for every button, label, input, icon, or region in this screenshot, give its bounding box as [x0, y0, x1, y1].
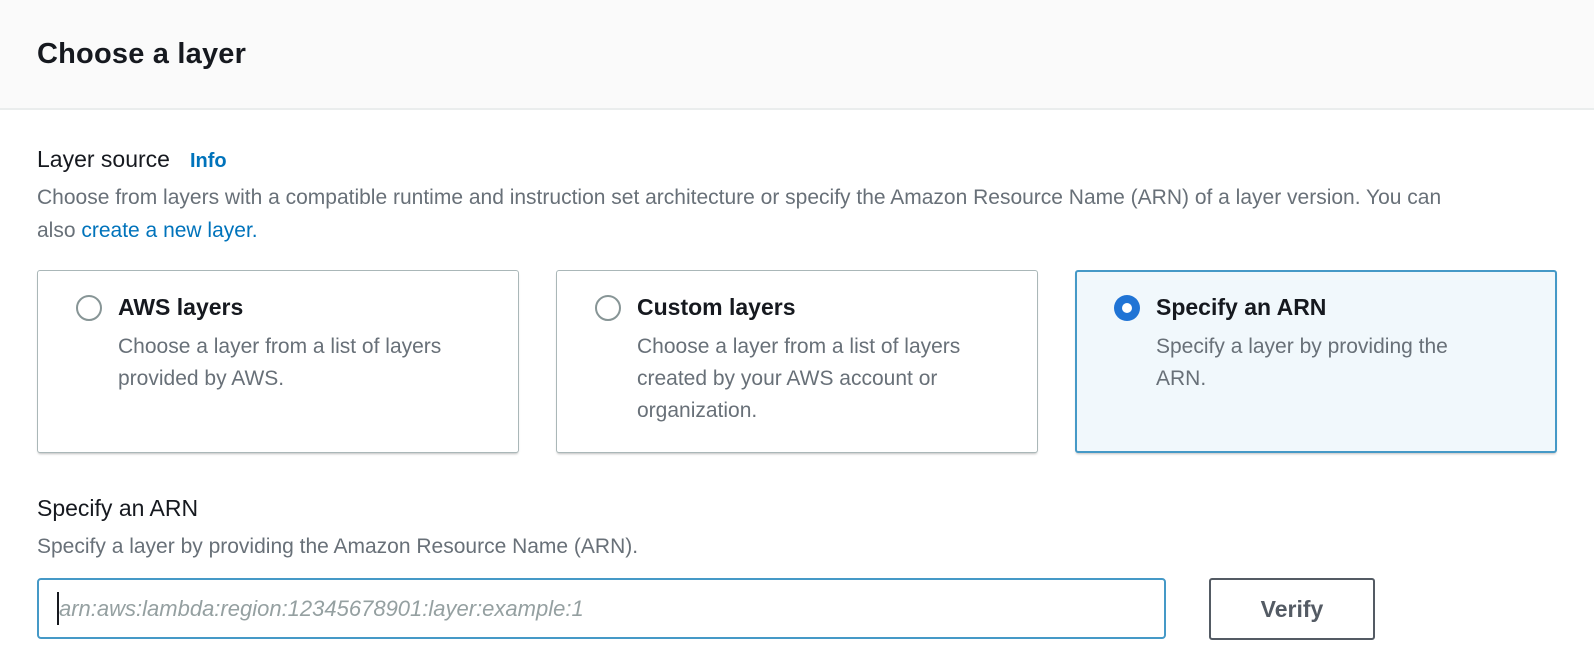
layer-option-custom-layers[interactable]: Custom layers Choose a layer from a list… [556, 270, 1038, 453]
radio-button-unselected-icon[interactable] [595, 294, 621, 321]
layer-option-aws-layers[interactable]: AWS layers Choose a layer from a list of… [37, 270, 519, 453]
layer-source-label-row: Layer source Info [37, 146, 1557, 173]
option-head: Specify an ARN [1114, 294, 1532, 321]
layer-source-label: Layer source [37, 146, 170, 172]
option-description: Specify a layer by providing the ARN. [1156, 335, 1448, 390]
option-head: AWS layers [76, 294, 494, 321]
layer-option-specify-arn[interactable]: Specify an ARN Specify a layer by provid… [1075, 270, 1557, 453]
create-new-layer-link[interactable]: create a new layer. [81, 219, 258, 242]
verify-button[interactable]: Verify [1209, 578, 1375, 640]
option-label: Custom layers [637, 294, 796, 320]
page-title: Choose a layer [37, 37, 247, 70]
info-link[interactable]: Info [189, 150, 227, 172]
page-header: Choose a layer [0, 0, 1594, 110]
arn-input[interactable] [37, 578, 1166, 639]
layer-source-description: Choose from layers with a compatible run… [37, 181, 1482, 247]
layer-source-options: AWS layers Choose a layer from a list of… [37, 270, 1557, 453]
radio-button-unselected-icon[interactable] [76, 294, 102, 321]
specify-arn-title: Specify an ARN [37, 495, 199, 521]
radio-button-selected-icon[interactable] [1114, 294, 1140, 321]
option-head: Custom layers [595, 294, 1013, 321]
layer-source-form: Layer source Info Choose from layers wit… [0, 110, 1594, 640]
text-caret [57, 592, 59, 625]
option-description: Choose a layer from a list of layers cre… [637, 335, 961, 422]
specify-arn-section: Specify an ARN Specify a layer by provid… [37, 495, 1557, 640]
option-label: Specify an ARN [1156, 294, 1327, 320]
arn-input-wrap [37, 578, 1166, 640]
option-label: AWS layers [118, 294, 244, 320]
layer-source-description-text: Choose from layers with a compatible run… [37, 186, 1442, 242]
arn-input-row: Verify [37, 578, 1557, 640]
option-description: Choose a layer from a list of layers pro… [118, 335, 442, 390]
specify-arn-description: Specify a layer by providing the Amazon … [37, 535, 639, 558]
